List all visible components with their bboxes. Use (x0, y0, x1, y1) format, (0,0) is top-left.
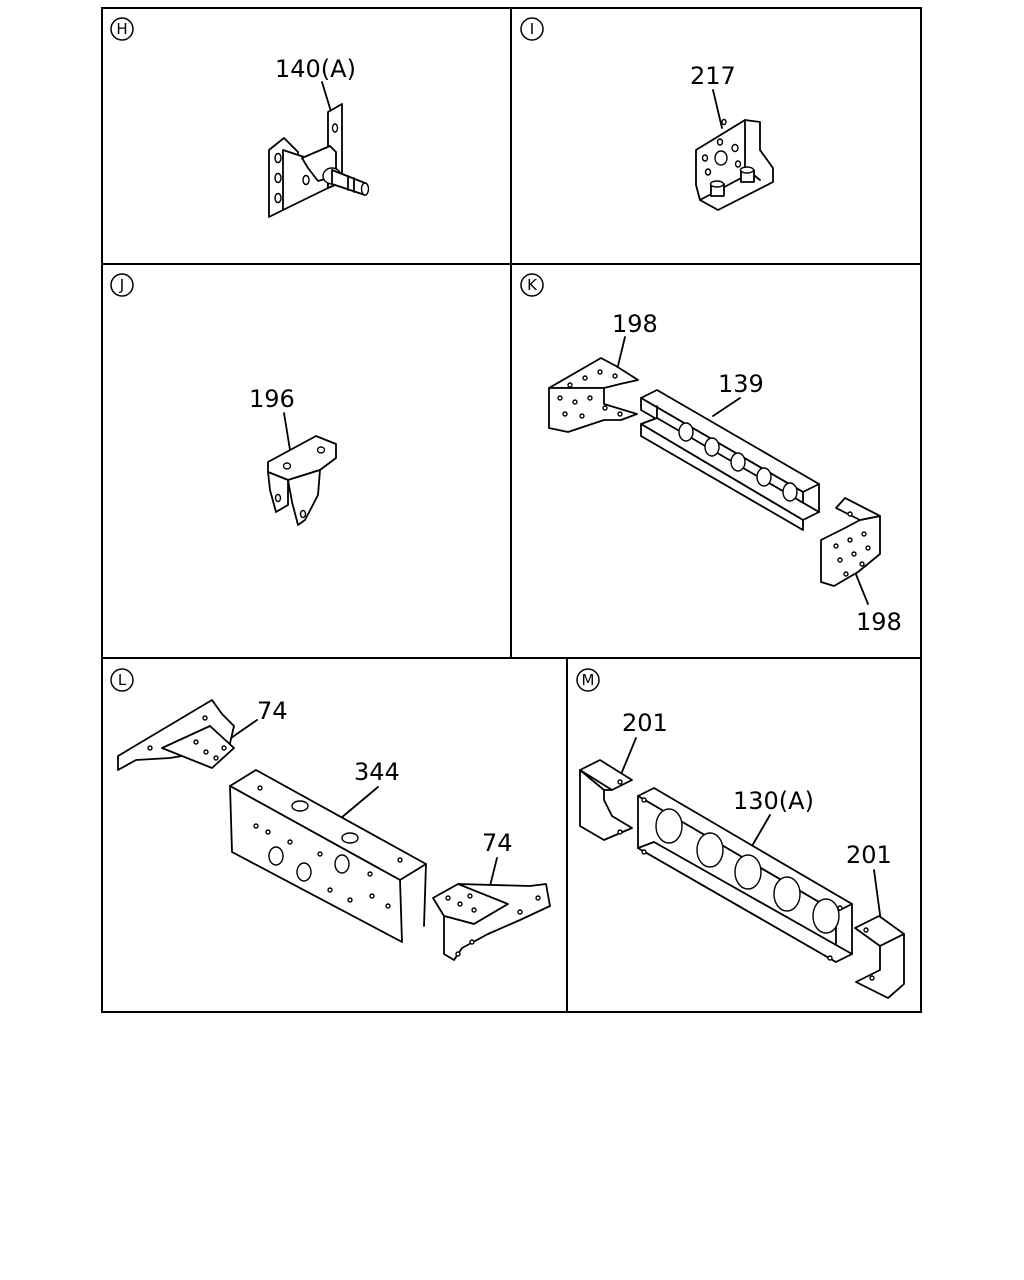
part-drawing-74-right (432, 883, 551, 961)
svg-text:J: J (119, 276, 124, 294)
leader-lines (230, 81, 882, 923)
part-label-130a: 130(A) (733, 787, 814, 815)
part-drawing-130a (637, 787, 853, 963)
panel-letter-k: K (520, 273, 544, 297)
svg-text:M: M (582, 671, 595, 689)
part-label-74-right: 74 (482, 829, 513, 857)
part-drawing-74-left (117, 699, 235, 771)
panel-letter-l: L (110, 668, 134, 692)
part-label-198-top: 198 (612, 310, 658, 338)
part-label-344: 344 (354, 758, 400, 786)
part-drawing-139 (640, 389, 820, 531)
part-drawing-196 (267, 435, 337, 526)
part-drawing-201-bottom (854, 915, 905, 999)
part-label-201-top: 201 (622, 709, 668, 737)
panel-letter-m: M (576, 668, 600, 692)
panel-letter-i: I (520, 17, 544, 41)
svg-text:K: K (527, 276, 538, 294)
svg-text:I: I (530, 20, 534, 38)
panel-letter-h: H (110, 17, 134, 41)
part-drawing-344 (229, 769, 427, 943)
part-label-217: 217 (690, 62, 736, 90)
part-drawing-198-bottom (820, 497, 881, 587)
part-label-140a: 140(A) (275, 55, 356, 83)
part-label-201-bottom: 201 (846, 841, 892, 869)
panel-letter-j: J (110, 273, 134, 297)
svg-text:L: L (118, 671, 127, 689)
panel-grid (101, 7, 922, 1013)
svg-text:H: H (116, 20, 127, 38)
part-drawing-201-top (579, 759, 633, 841)
part-label-139: 139 (718, 370, 764, 398)
part-drawing-198-top (548, 357, 639, 433)
part-label-198-bottom: 198 (856, 608, 902, 636)
part-label-196: 196 (249, 385, 295, 413)
part-drawing-140a (268, 103, 370, 218)
part-drawing-217 (695, 118, 774, 211)
part-label-74-left: 74 (257, 697, 288, 725)
